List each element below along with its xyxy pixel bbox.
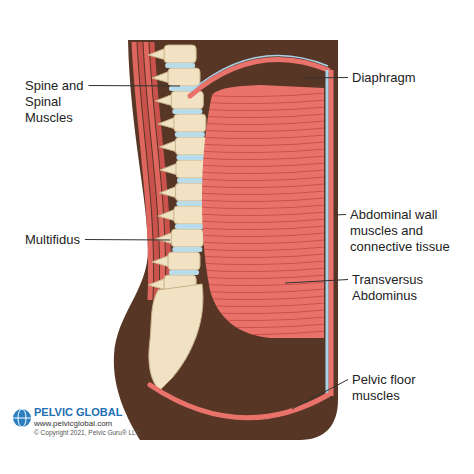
muscle-fiber: [195, 114, 326, 118]
vertebra: [175, 137, 207, 155]
muscle-fiber: [195, 275, 326, 279]
spinal-disc: [172, 109, 202, 114]
muscle-fiber: [195, 184, 326, 188]
spinous-process: [155, 94, 173, 106]
muscle-fiber: [195, 219, 326, 223]
muscle-fiber: [195, 135, 326, 139]
spinal-disc: [169, 270, 199, 275]
muscle-fiber: [195, 310, 326, 314]
spinous-process: [155, 232, 173, 244]
muscle-fiber: [195, 303, 326, 307]
muscle-fiber: [195, 198, 326, 202]
spinous-process: [160, 163, 178, 175]
muscle-fiber: [195, 107, 326, 111]
vertebra: [168, 252, 200, 270]
muscle-fiber: [195, 149, 326, 153]
muscle-fiber: [195, 296, 326, 300]
spinal-disc: [172, 247, 202, 252]
spinal-disc: [175, 224, 205, 229]
muscle-fiber: [195, 233, 326, 237]
muscle-fiber: [195, 240, 326, 244]
spinous-process: [148, 48, 166, 60]
vertebra: [171, 229, 203, 247]
muscle-fiber: [195, 170, 326, 174]
spinous-process: [148, 278, 166, 290]
spinous-process: [152, 255, 170, 267]
muscle-fiber: [195, 331, 326, 335]
diaphragm-edge: [190, 56, 328, 92]
logo-globe: [13, 409, 31, 427]
muscle-fiber: [195, 100, 326, 104]
vertebra: [168, 68, 200, 86]
muscle-fiber: [195, 163, 326, 167]
vertebra: [171, 91, 203, 109]
muscle-fiber: [195, 268, 326, 272]
vertebra: [164, 45, 196, 63]
muscle-fiber: [195, 156, 326, 160]
spinous-process: [152, 71, 170, 83]
spinous-process: [158, 117, 176, 129]
pelvic-floor: [150, 385, 328, 418]
spinal-disc: [165, 63, 195, 68]
muscle-fiber: [195, 142, 326, 146]
leader-line: [285, 280, 348, 284]
muscle-fiber: [195, 282, 326, 286]
vertebra: [174, 206, 206, 224]
vertebra: [174, 114, 206, 132]
leader-line: [302, 77, 348, 79]
part-label: Transversus Abdominus: [352, 272, 462, 304]
muscle-fiber: [195, 191, 326, 195]
leader-line: [89, 85, 180, 87]
logo-url: www.pelvicglobal.com: [34, 419, 174, 429]
part-label: Pelvic floor muscles: [352, 372, 462, 404]
copyright-note: © Copyright 2021, Pelvic Guru® LLC: [34, 429, 194, 437]
spinal-disc: [175, 132, 205, 137]
muscle-fiber: [195, 177, 326, 181]
logo-text: PELVIC GLOBAL: [34, 406, 174, 419]
part-label: Spine and Spinal Muscles: [25, 78, 97, 126]
leader-line: [85, 239, 170, 241]
part-label: Abdominal wall muscles and connective ti…: [350, 207, 468, 255]
part-label: Multifidus: [25, 232, 115, 248]
spinous-process: [159, 186, 177, 198]
sacrum: [149, 284, 203, 390]
part-label: Diaphragm: [352, 70, 462, 86]
leader-lines: [85, 78, 348, 410]
muscle-fiber: [195, 128, 326, 132]
muscle-fiber: [195, 93, 326, 97]
abdominal-wall: [329, 70, 334, 396]
muscle-fiber: [195, 226, 326, 230]
connective-tissue: [326, 70, 329, 396]
leader-line: [292, 380, 348, 410]
spine-vertebrae: [148, 45, 208, 298]
leader-line: [334, 214, 346, 216]
muscle-fiber: [195, 205, 326, 209]
muscle-fiber: [195, 254, 326, 258]
muscle-fiber: [195, 317, 326, 321]
muscle-fibers: [195, 93, 326, 335]
spinous-process: [159, 140, 177, 152]
muscle-fiber: [195, 324, 326, 328]
muscle-fiber: [195, 261, 326, 265]
muscle-fiber: [195, 289, 326, 293]
muscle-fiber: [195, 247, 326, 251]
muscle-fiber: [195, 121, 326, 125]
spinal-disc: [176, 155, 206, 160]
spinous-process: [158, 209, 176, 221]
muscle-fiber: [195, 212, 326, 216]
